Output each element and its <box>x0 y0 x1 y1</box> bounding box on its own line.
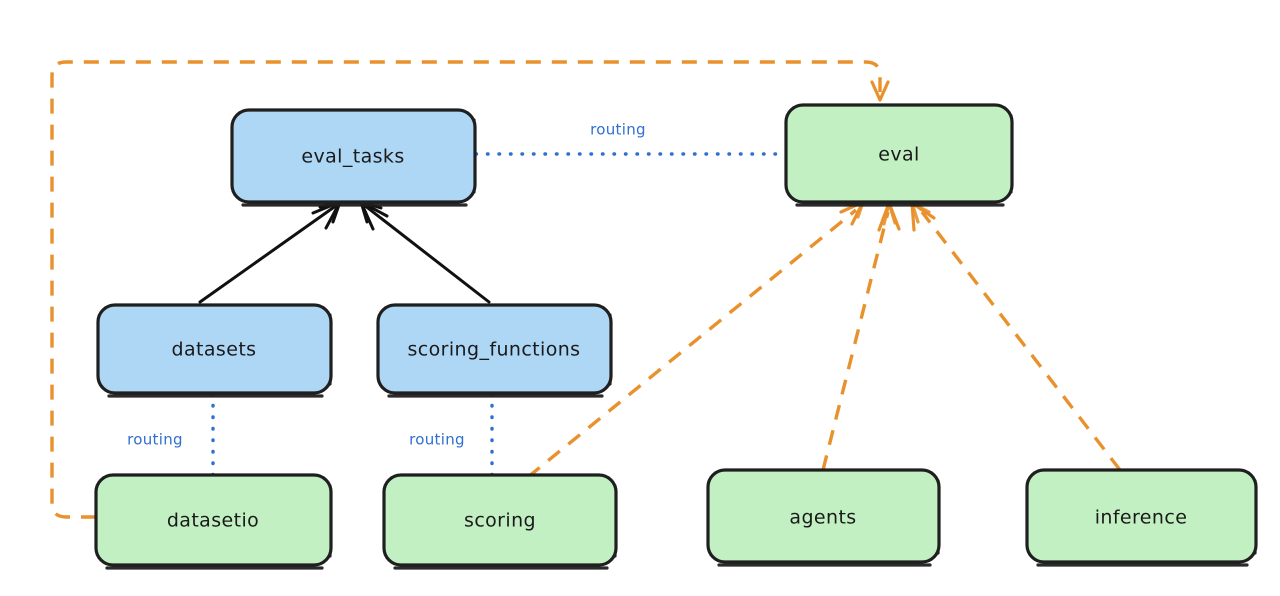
node-datasets-label: datasets <box>172 339 257 361</box>
node-scoring-body <box>382 473 618 567</box>
node-agents-body <box>706 468 941 564</box>
node-eval[interactable]: eval <box>784 103 1014 207</box>
node-agents[interactable]: agents <box>706 468 941 567</box>
edge-scoring_functions-to-eval_tasks <box>359 200 491 304</box>
node-eval-label: eval <box>878 144 919 166</box>
edge-label-layer: routing routing routing <box>127 121 646 449</box>
arrowhead-datasetio-eval <box>870 80 890 102</box>
node-eval_tasks[interactable]: eval_tasks <box>230 108 477 207</box>
node-agents-label: agents <box>789 507 856 529</box>
node-scoring_functions-body <box>376 303 613 395</box>
node-scoring[interactable]: scoring <box>382 473 618 570</box>
node-scoring-label: scoring <box>464 510 536 532</box>
node-eval_tasks-body <box>230 108 477 204</box>
edge-label-routing-eval-tasks-eval: routing <box>590 121 646 139</box>
node-datasetio-label: datasetio <box>167 510 259 532</box>
node-scoring_functions-label: scoring_functions <box>408 339 581 361</box>
node-datasetio-body <box>94 473 333 567</box>
node-datasets[interactable]: datasets <box>96 303 333 398</box>
node-inference[interactable]: inference <box>1025 468 1258 567</box>
edge-label-routing-datasets-datasetio: routing <box>127 431 183 449</box>
edge-datasets-to-eval_tasks <box>198 200 342 304</box>
edge-label-routing-scoring-functions-scoring: routing <box>409 431 465 449</box>
edge-agents-to-eval <box>821 201 901 471</box>
node-layer: eval_tasks eval datasets scor <box>94 103 1258 570</box>
node-eval-body <box>784 103 1014 204</box>
edge-datasetio-to-eval <box>50 60 890 519</box>
node-eval_tasks-label: eval_tasks <box>301 146 404 168</box>
node-inference-body <box>1025 468 1258 564</box>
edge-inference-to-eval <box>910 201 1122 472</box>
node-datasets-body <box>96 303 333 395</box>
node-inference-label: inference <box>1095 507 1188 529</box>
node-datasetio[interactable]: datasetio <box>94 473 333 570</box>
node-scoring_functions[interactable]: scoring_functions <box>376 303 613 398</box>
